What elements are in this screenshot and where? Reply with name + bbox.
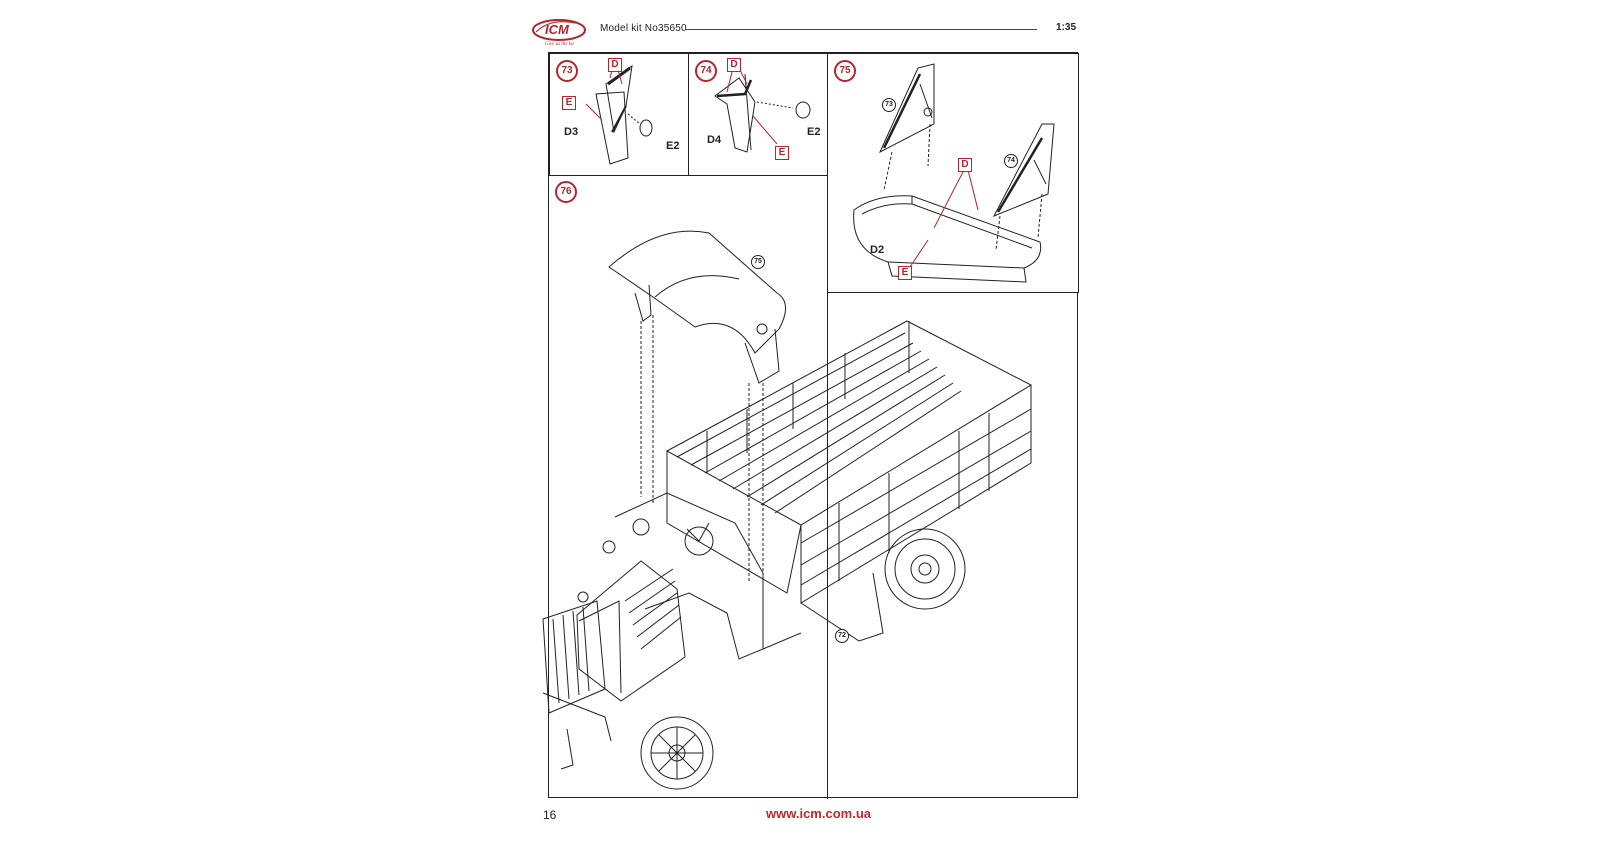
page-number: 16 xyxy=(543,808,557,822)
part-tag-d: D xyxy=(608,58,622,72)
ref-step-74: 74 xyxy=(1004,154,1018,168)
website-link[interactable]: www.icm.com.ua xyxy=(766,806,871,821)
step-73-panel: 73 D E D3 E2 xyxy=(549,53,689,176)
svg-text:ICM: ICM xyxy=(545,22,570,37)
part-label-d4: D4 xyxy=(707,134,722,146)
kit-title: Model kit No35650 xyxy=(600,23,687,34)
step-76-panel xyxy=(549,175,828,799)
svg-text:Give us the kit: Give us the kit xyxy=(545,42,574,47)
part-tag-e: E xyxy=(775,146,789,160)
scale-label: 1:35 xyxy=(1055,22,1076,33)
part-label-e2: E2 xyxy=(666,140,680,152)
ref-step-72: 72 xyxy=(835,629,849,643)
icm-logo: ICM Give us the kit xyxy=(530,14,588,48)
step-number-badge: 76 xyxy=(555,181,577,203)
part-tag-e: E xyxy=(898,266,912,280)
ref-step-75: 75 xyxy=(751,255,765,269)
part-label-d3: D3 xyxy=(564,126,579,138)
ref-step-73: 73 xyxy=(882,98,896,112)
step-number-badge: 75 xyxy=(834,60,856,82)
step-number-badge: 74 xyxy=(695,60,717,82)
page-header: ICM Give us the kit Model kit No35650 1:… xyxy=(530,14,1076,48)
step-76-truck-drawing xyxy=(542,230,1033,790)
step-74-drawing xyxy=(714,67,811,153)
step-number-badge: 73 xyxy=(556,60,578,82)
part-tag-e: E xyxy=(562,96,576,110)
part-tag-d: D xyxy=(958,158,972,172)
header-rule xyxy=(685,29,1037,30)
step-75-drawing xyxy=(853,63,1055,283)
part-label-d2: D2 xyxy=(870,244,885,256)
step-74-panel: 74 D E D4 E2 xyxy=(688,53,828,176)
instruction-frame: 73 D E D3 E2 74 D E xyxy=(542,52,1079,799)
part-tag-d: D xyxy=(727,58,741,72)
step-75-panel: 75 73 74 D E D2 xyxy=(827,53,1079,293)
part-label-e2: E2 xyxy=(807,126,821,138)
